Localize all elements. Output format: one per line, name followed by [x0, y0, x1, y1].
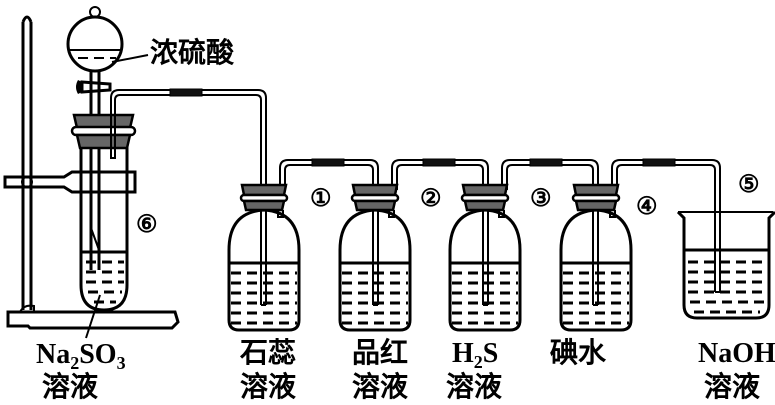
washing-bottles [227, 183, 633, 332]
beaker-number: ⑤ [738, 172, 760, 198]
bottle-3-label-line2: 溶液 [446, 370, 502, 403]
beaker-label-line1: NaOH [698, 338, 775, 369]
iron-stand [3, 15, 180, 330]
bottle-stopper [572, 183, 620, 197]
bottle-stopper [351, 183, 399, 197]
bottle-number-4: ④ [636, 194, 658, 220]
bottle-number-1: ① [310, 186, 332, 212]
rubber-joint [169, 88, 203, 97]
beaker-label-line2: 溶液 [704, 370, 760, 403]
funnel-label: 浓硫酸 [150, 36, 235, 69]
bottle-2-label-line1: 品红 [352, 336, 408, 369]
bottle-1-label-line1: 石蕊 [239, 336, 296, 369]
washing-bottle-1 [227, 183, 301, 332]
stand-base [6, 310, 180, 330]
bottle-2-label-line2: 溶液 [352, 370, 408, 403]
bottle-body [448, 208, 522, 332]
washing-bottle-3 [448, 183, 522, 332]
bottle-stopper [461, 183, 509, 197]
rubber-joint [642, 158, 676, 167]
bottle-number-2: ② [420, 186, 442, 212]
bottle-body [227, 208, 301, 332]
rubber-joint [311, 158, 345, 167]
bottle-stopper [240, 183, 288, 197]
bottle-3-label-line1: H2S [452, 338, 498, 372]
gas-tubing [110, 88, 721, 306]
separatory-funnel [66, 6, 124, 270]
bottle-1-label-line2: 溶液 [240, 370, 296, 403]
bottle-4-label-line1: 碘水 [550, 336, 607, 369]
washing-bottle-4 [559, 183, 633, 332]
bottle-body [338, 208, 412, 332]
clamp-screw [21, 176, 33, 188]
bottle-body [559, 208, 633, 332]
bottle-number-3: ③ [530, 186, 552, 212]
generator-number: ⑥ [136, 212, 158, 238]
generator-tube [70, 105, 137, 339]
rubber-joint [529, 158, 563, 167]
stopcock [80, 80, 112, 94]
rubber-joint [422, 158, 456, 167]
beaker [676, 210, 775, 320]
generator-solution-label: 溶液 [42, 370, 98, 403]
funnel-stem [89, 70, 101, 270]
funnel-bulb [66, 15, 124, 73]
generator-solution-formula: Na2SO3 [36, 339, 126, 373]
funnel-label-pointer [111, 54, 149, 63]
washing-bottle-2 [338, 183, 412, 332]
